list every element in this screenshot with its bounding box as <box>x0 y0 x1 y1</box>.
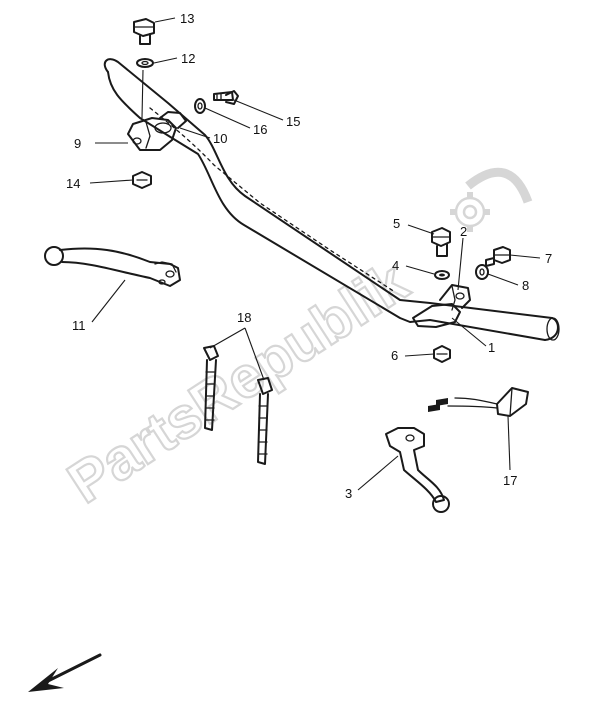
callout-7: 7 <box>545 251 552 266</box>
arrow-down-left-icon <box>28 653 102 692</box>
cable-tie-18-left <box>203 345 219 431</box>
right-handlebar-holder <box>412 284 471 328</box>
nut-14 <box>132 171 152 189</box>
callout-13: 13 <box>180 11 194 26</box>
brake-lever-3 <box>385 427 450 513</box>
callout-18: 18 <box>237 310 251 325</box>
callout-10: 10 <box>213 131 227 146</box>
brake-switch-17 <box>428 387 529 417</box>
leader-lines <box>89 17 541 491</box>
callout-5: 5 <box>393 216 400 231</box>
callout-16: 16 <box>253 122 267 137</box>
bolt-5 <box>431 227 451 257</box>
callout-4: 4 <box>392 258 399 273</box>
callout-15: 15 <box>286 114 300 129</box>
gear-icon <box>450 167 533 232</box>
clutch-lever-11 <box>44 246 181 287</box>
watermark: PartsRepublik <box>56 167 533 517</box>
callout-14: 14 <box>66 176 80 191</box>
washer-4 <box>434 270 450 280</box>
callout-6: 6 <box>391 348 398 363</box>
left-handlebar-holder <box>127 111 187 151</box>
watermark-text: PartsRepublik <box>57 249 420 516</box>
callouts: 13 12 9 10 14 15 16 11 18 5 2 7 4 8 1 6 … <box>66 11 552 501</box>
bolt-7 <box>485 246 511 267</box>
washer-12 <box>136 58 154 68</box>
callout-9: 9 <box>74 136 81 151</box>
bolt-15 <box>213 90 239 105</box>
callout-2: 2 <box>460 224 467 239</box>
bolt-13 <box>133 18 155 45</box>
callout-3: 3 <box>345 486 352 501</box>
callout-12: 12 <box>181 51 195 66</box>
callout-1: 1 <box>488 340 495 355</box>
nut-6 <box>433 345 451 363</box>
washer-16 <box>194 98 206 114</box>
callout-8: 8 <box>522 278 529 293</box>
callout-11: 11 <box>72 318 86 333</box>
callout-17: 17 <box>503 473 517 488</box>
cable-tie-18-right <box>257 377 273 465</box>
washer-8 <box>475 264 489 280</box>
